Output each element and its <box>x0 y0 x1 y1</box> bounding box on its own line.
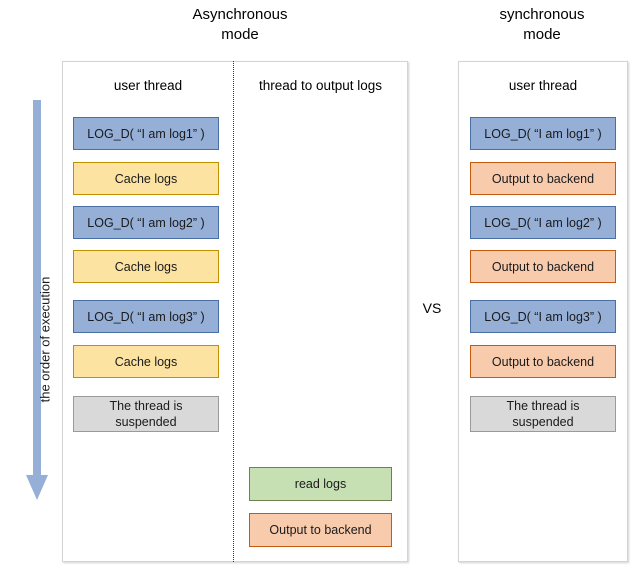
step-sync-log2[interactable]: LOG_D( “I am log2” ) <box>470 206 616 239</box>
column-header-user-thread-async: user thread <box>113 78 183 93</box>
step-async-cache-logs-2[interactable]: Cache logs <box>73 250 219 283</box>
step-sync-thread-suspended[interactable]: The thread is suspended <box>470 396 616 432</box>
step-async-log1[interactable]: LOG_D( “I am log1” ) <box>73 117 219 150</box>
thread-divider <box>233 61 234 562</box>
step-async-cache-logs-1[interactable]: Cache logs <box>73 162 219 195</box>
execution-order-label: the order of execution <box>37 276 53 403</box>
execution-order-arrow: the order of execution <box>14 100 58 506</box>
step-sync-output-to-backend-3[interactable]: Output to backend <box>470 345 616 378</box>
vs-label: VS <box>422 300 442 316</box>
step-sync-log3[interactable]: LOG_D( “I am log3” ) <box>470 300 616 333</box>
step-async-log2[interactable]: LOG_D( “I am log2” ) <box>73 206 219 239</box>
step-sync-log1[interactable]: LOG_D( “I am log1” ) <box>470 117 616 150</box>
step-async-read-logs[interactable]: read logs <box>249 467 392 501</box>
step-async-thread-suspended[interactable]: The thread is suspended <box>73 396 219 432</box>
arrow-down-icon <box>26 100 48 500</box>
title-asynchronous-mode: Asynchronous mode <box>192 6 288 43</box>
step-sync-output-to-backend-1[interactable]: Output to backend <box>470 162 616 195</box>
step-async-cache-logs-3[interactable]: Cache logs <box>73 345 219 378</box>
step-sync-output-to-backend-2[interactable]: Output to backend <box>470 250 616 283</box>
title-synchronous-mode: synchronous mode <box>499 6 585 43</box>
step-async-log3[interactable]: LOG_D( “I am log3” ) <box>73 300 219 333</box>
column-header-user-thread-sync: user thread <box>508 78 578 93</box>
step-async-output-to-backend[interactable]: Output to backend <box>249 513 392 547</box>
column-header-thread-to-output-logs: thread to output logs <box>258 78 383 93</box>
